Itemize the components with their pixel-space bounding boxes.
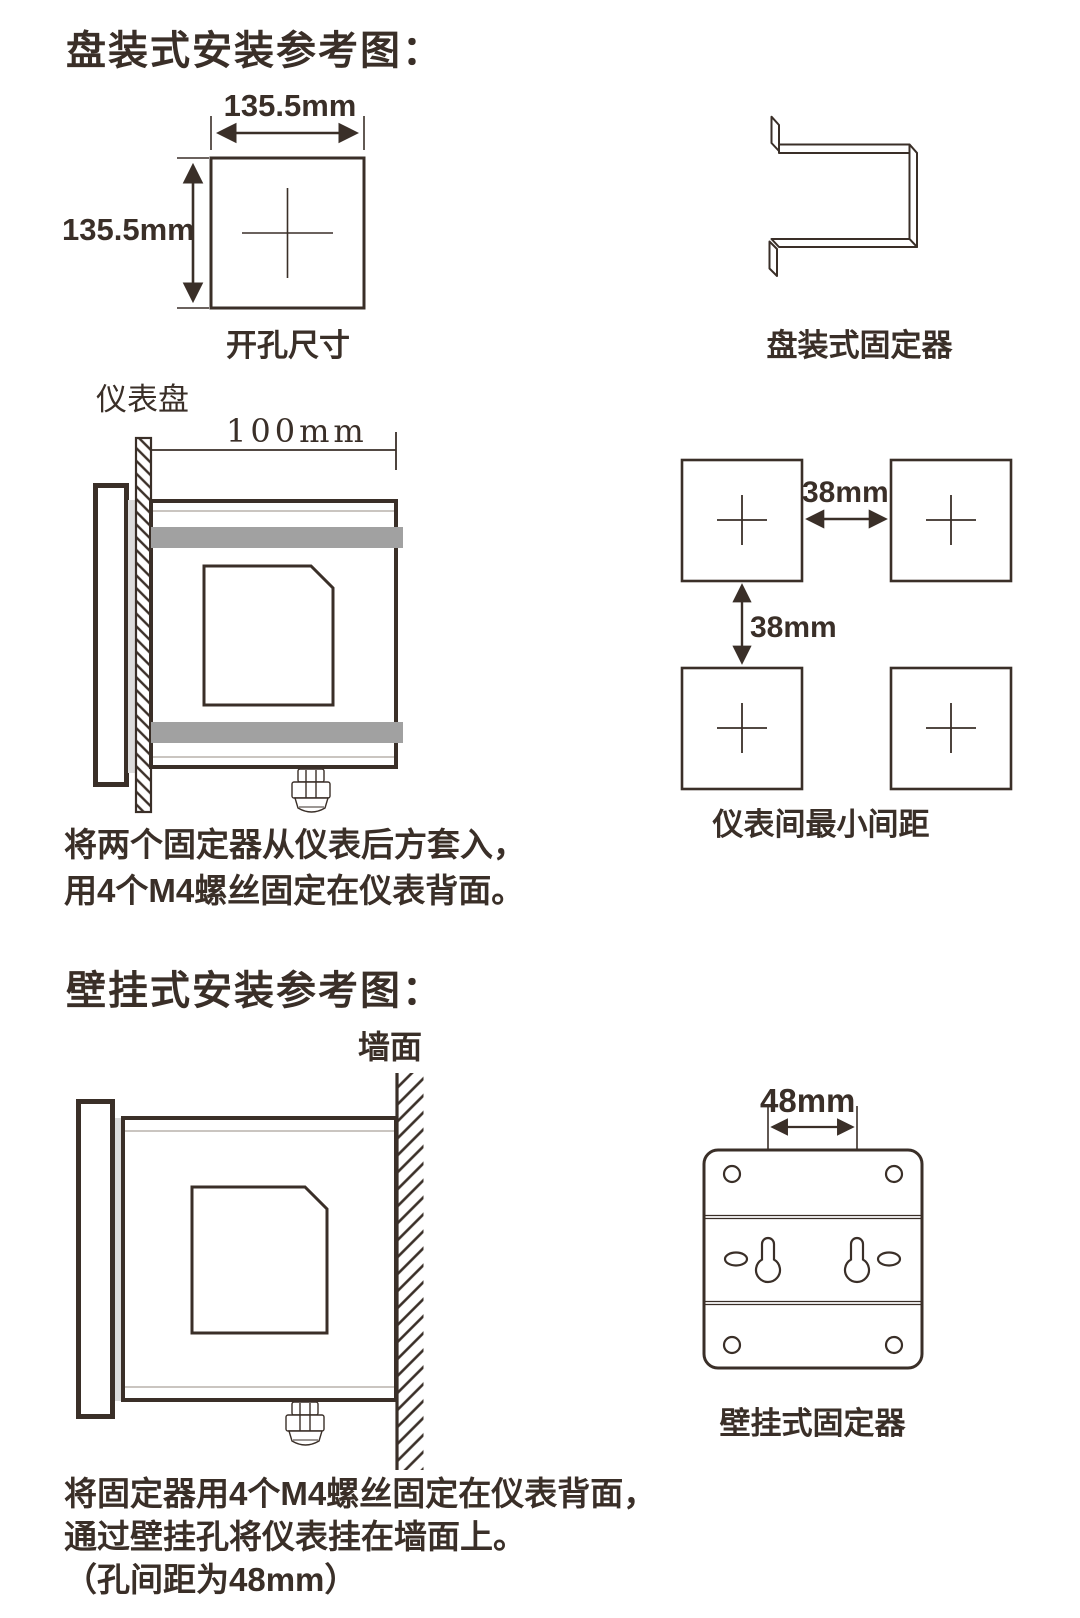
inner-window <box>202 564 335 707</box>
wall-note-line2: 通过壁挂孔将仪表挂在墙面上。 <box>64 1518 526 1555</box>
panel-mount-side-view <box>93 432 403 814</box>
cutout-height-label: 135.5mm <box>62 212 195 247</box>
plate <box>702 1148 924 1370</box>
cable-gland-wall <box>285 1401 325 1446</box>
depth-label: 100mm <box>226 412 368 450</box>
panel-wall-hatch <box>134 436 153 814</box>
panel-fixer-bracket <box>768 115 918 277</box>
spacing-h-label: 38mm <box>802 476 889 509</box>
wall-label: 墙面 <box>358 1029 423 1065</box>
keyhole-left <box>754 1236 782 1284</box>
gasket-wall <box>115 1118 123 1401</box>
inner-window-wall <box>190 1185 329 1335</box>
cutout-diagram <box>177 116 366 310</box>
wall-hatch <box>398 1073 424 1470</box>
panel-note: 将两个固定器从仪表后方套入， 用4个M4螺丝固定在仪表背面。 <box>64 822 526 914</box>
wall-note: 将固定器用4个M4螺丝固定在仪表背面， 通过壁挂孔将仪表挂在墙面上。 （孔间距为… <box>64 1472 656 1601</box>
fixer-bar-bottom <box>151 722 403 743</box>
panel-note-line1: 将两个固定器从仪表后方套入， <box>64 826 526 863</box>
spacing-caption: 仪表间最小间距 <box>712 807 930 842</box>
wall-mount-side-view <box>76 1073 424 1470</box>
cutout-caption: 开孔尺寸 <box>226 328 350 363</box>
front-bezel <box>93 483 129 787</box>
oval-slot-right <box>876 1251 902 1267</box>
cutout-width-label: 135.5mm <box>223 88 357 123</box>
front-bezel-wall <box>76 1099 115 1419</box>
panel-section-title: 盘装式安装参考图： <box>66 29 444 73</box>
cable-gland <box>291 768 331 813</box>
wall-fixer-plate <box>702 1106 924 1370</box>
gasket <box>128 500 137 773</box>
spacing-v-label: 38mm <box>750 611 837 644</box>
wall-note-line3: （孔间距为48mm） <box>64 1561 358 1598</box>
panel-fixer-caption: 盘装式固定器 <box>766 328 953 363</box>
wall-fixer-caption: 壁挂式固定器 <box>719 1406 906 1441</box>
hole-spacing-label: 48mm <box>760 1082 856 1119</box>
wall-section-title: 壁挂式安装参考图： <box>66 969 444 1013</box>
wall-note-line1: 将固定器用4个M4螺丝固定在仪表背面， <box>64 1475 657 1512</box>
fixer-bar-top <box>151 527 403 548</box>
oval-slot-left <box>723 1251 749 1267</box>
keyhole-right <box>843 1236 871 1284</box>
minimum-spacing-diagram <box>680 458 1013 791</box>
panel-note-line2: 用4个M4螺丝固定在仪表背面。 <box>64 872 525 909</box>
panel-label: 仪表盘 <box>96 382 189 418</box>
